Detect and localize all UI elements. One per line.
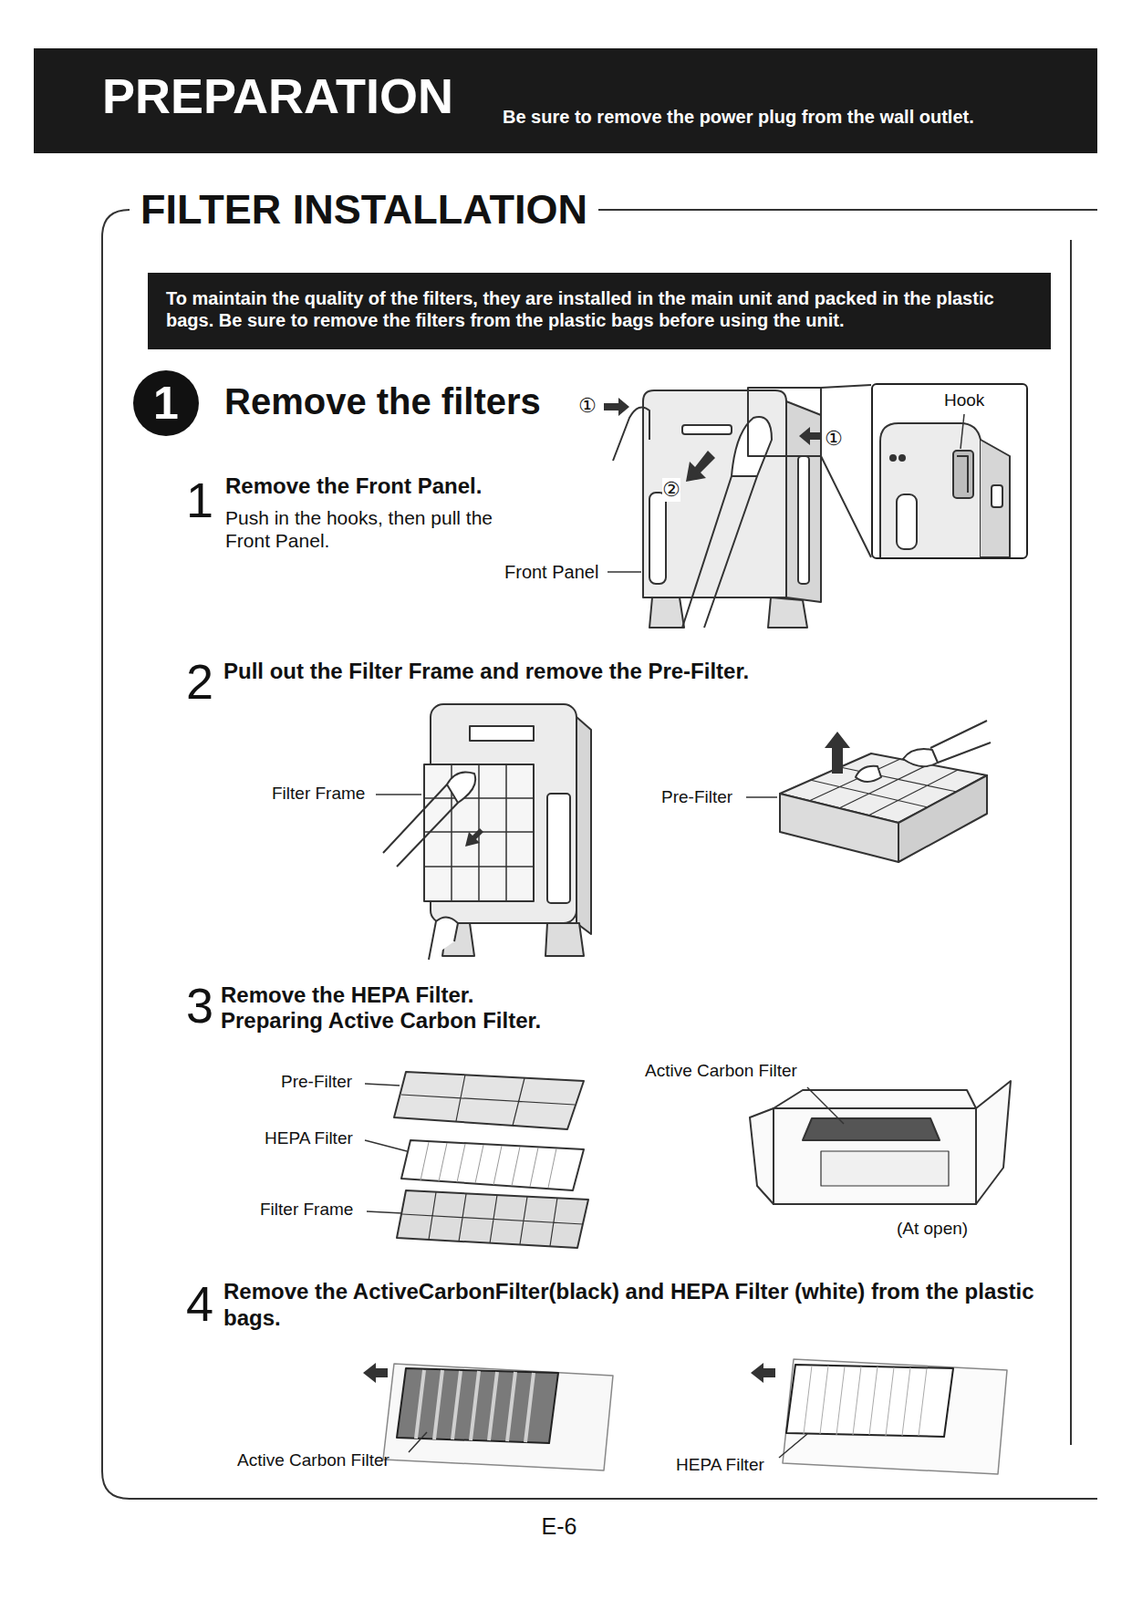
step-number: 3 [186, 980, 214, 1030]
page-title: PREPARATION [102, 66, 454, 126]
note-text: To maintain the quality of the filters, … [166, 287, 1033, 332]
step-number: 1 [186, 475, 214, 525]
step-heading: Pull out the Filter Frame and remove the… [223, 658, 749, 686]
step-number: 2 [186, 656, 214, 707]
part-label: Filter Frame [259, 1199, 354, 1221]
step-number: 4 [186, 1278, 214, 1329]
part-label: Filter Frame [271, 783, 365, 805]
step-heading: Preparing Active Carbon Filter. [220, 1007, 541, 1035]
hook-detail-box: Hook [871, 383, 1029, 560]
note-label: (At open) [896, 1218, 968, 1240]
warning-text: Be sure to remove the power plug from th… [502, 105, 975, 128]
part-label: HEPA Filter [675, 1454, 765, 1476]
step-text: Push in the hooks, then pull the Front P… [225, 506, 495, 552]
header-band: PREPARATION Be sure to remove the power p… [33, 48, 1098, 154]
part-label: Hook [942, 390, 987, 412]
step-number: 1 [133, 377, 199, 429]
step-heading: Remove the HEPA Filter. [220, 982, 474, 1009]
part-label: Active Carbon Filter [237, 1450, 390, 1472]
step-heading: Remove the Front Panel. [225, 473, 482, 500]
step-heading: Remove the filters [224, 379, 541, 424]
callout-number: ① [824, 426, 843, 451]
part-label: Pre-Filter [661, 787, 733, 809]
part-label: Front Panel [504, 560, 599, 583]
part-label: Active Carbon Filter [644, 1060, 798, 1082]
note-box: To maintain the quality of the filters, … [147, 272, 1051, 350]
callout-number: ① [578, 394, 597, 418]
part-label: Pre-Filter [280, 1071, 353, 1093]
callout-number: ② [662, 477, 681, 502]
part-label: HEPA Filter [264, 1128, 354, 1150]
section-heading: FILTER INSTALLATION [129, 185, 599, 235]
page-number: E-6 [513, 1512, 605, 1540]
step-circle: 1Remove the filters [133, 370, 199, 437]
step-heading: Remove the ActiveCarbonFilter(black) and… [223, 1278, 1036, 1332]
